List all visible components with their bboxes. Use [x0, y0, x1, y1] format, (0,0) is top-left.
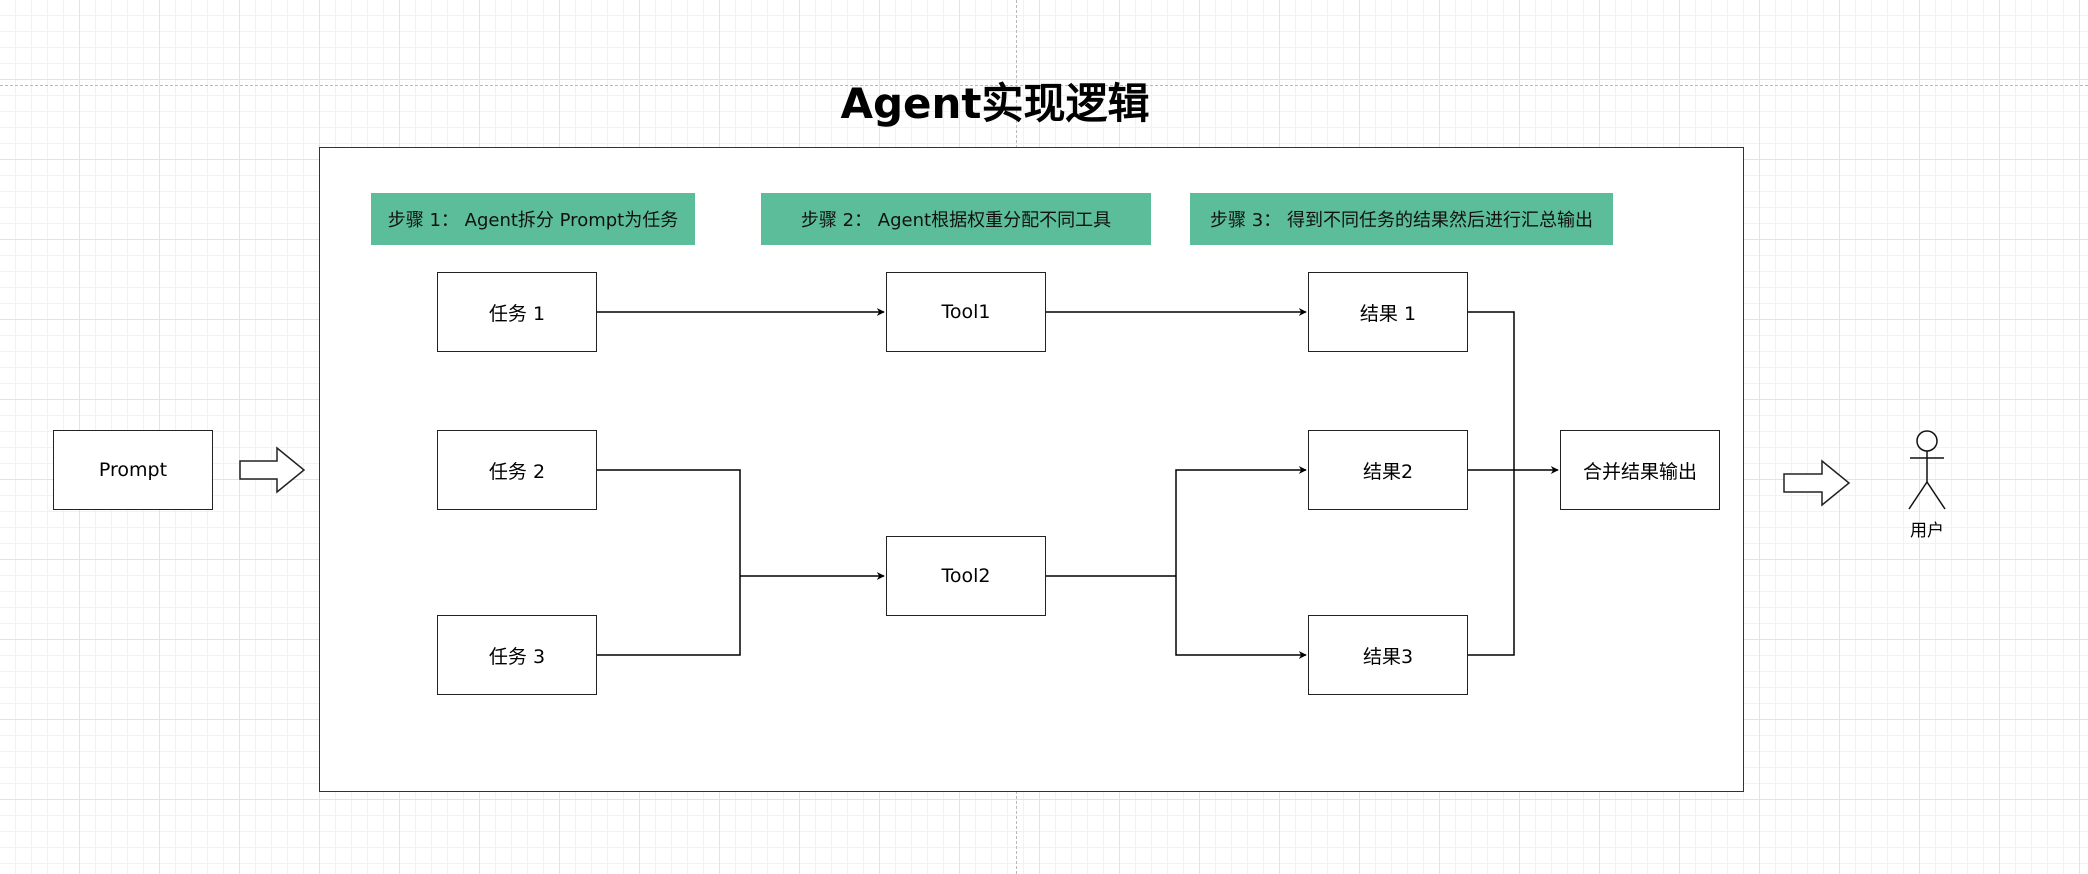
- tool-1-box[interactable]: Tool1: [886, 272, 1046, 352]
- merge-output-box[interactable]: 合并结果输出: [1560, 430, 1720, 510]
- input-block-arrow: [239, 446, 306, 494]
- output-block-arrow: [1783, 459, 1851, 507]
- result-3-box[interactable]: 结果3: [1308, 615, 1468, 695]
- step-1-label: 步骤 1： Agent拆分 Prompt为任务: [371, 193, 695, 245]
- step-3-label: 步骤 3： 得到不同任务的结果然后进行汇总输出: [1190, 193, 1613, 245]
- user-actor-icon: [1908, 430, 1946, 510]
- task-1-box[interactable]: 任务 1: [437, 272, 597, 352]
- tool-2-box[interactable]: Tool2: [886, 536, 1046, 616]
- task-2-box[interactable]: 任务 2: [437, 430, 597, 510]
- prompt-box[interactable]: Prompt: [53, 430, 213, 510]
- task-3-box[interactable]: 任务 3: [437, 615, 597, 695]
- result-2-box[interactable]: 结果2: [1308, 430, 1468, 510]
- result-1-box[interactable]: 结果 1: [1308, 272, 1468, 352]
- user-label: 用户: [1910, 521, 1944, 541]
- step-2-label: 步骤 2： Agent根据权重分配不同工具: [761, 193, 1151, 245]
- horizontal-guide-line: [0, 85, 2088, 86]
- diagram-title: Agent实现逻辑: [840, 78, 1150, 128]
